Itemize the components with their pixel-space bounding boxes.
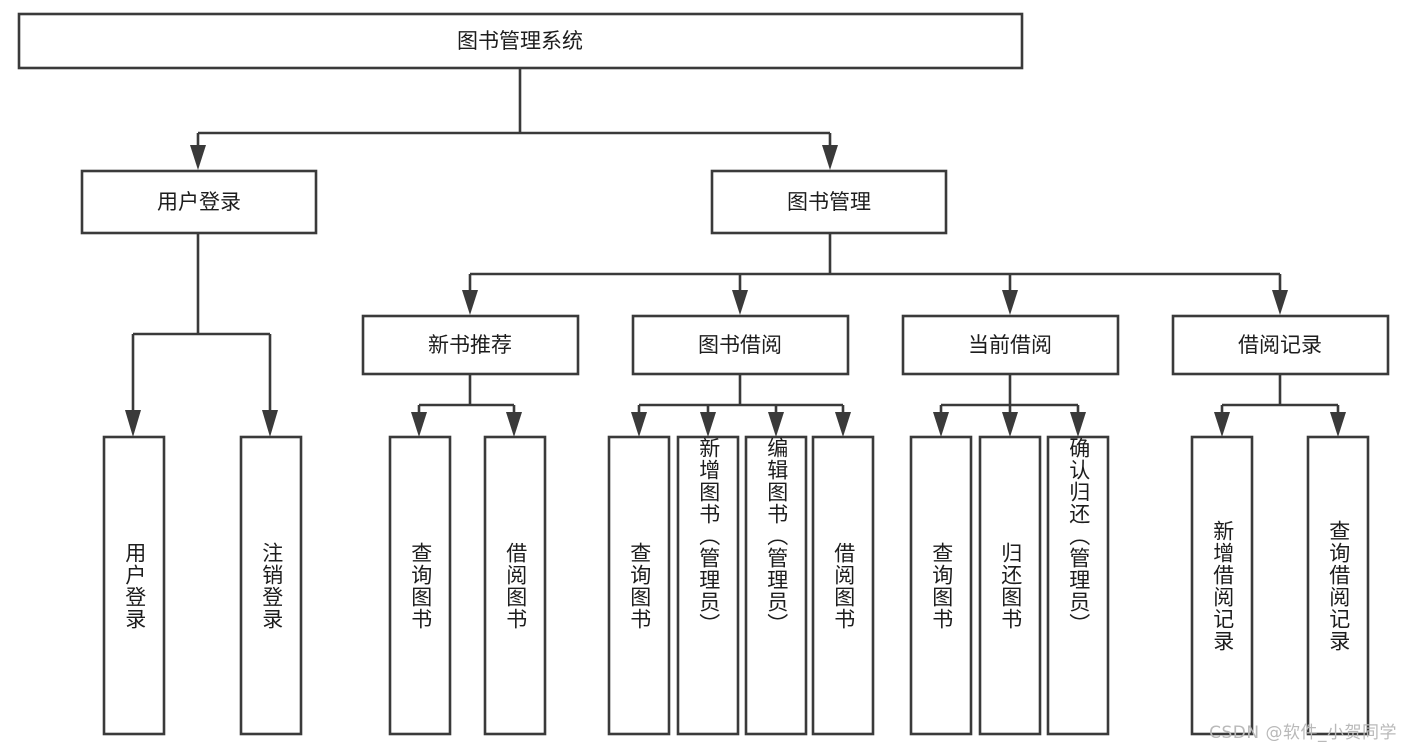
node-leaf-return-book-box[interactable] (978, 435, 1042, 736)
arrow-head-leaf-query-book-2 (631, 412, 647, 437)
node-leaf-query-book-1-box[interactable] (388, 435, 452, 736)
arrow-head-leaf-user-login (125, 410, 141, 437)
node-leaf-query-record-box[interactable] (1306, 435, 1370, 736)
node-root-box[interactable] (17, 12, 1024, 70)
node-borrow-record-box[interactable] (1171, 314, 1390, 376)
node-book-borrow-box[interactable] (631, 314, 850, 376)
node-leaf-add-record-box[interactable] (1190, 435, 1254, 736)
leaf-box-group (102, 435, 1370, 736)
arrow-head-leaf-add-record (1214, 412, 1230, 437)
node-current-borrow-label: 当前借阅 (968, 333, 1052, 357)
watermark: CSDN @软件_小贺同学 (1209, 723, 1397, 743)
node-leaf-edit-book-box[interactable] (744, 435, 808, 736)
node-leaf-confirm-return-box[interactable] (1046, 435, 1110, 736)
node-user-login[interactable]: 用户登录 (80, 169, 318, 235)
node-leaf-borrow-book-2-box[interactable] (811, 435, 875, 736)
arrow-head-leaf-user-logout (262, 410, 278, 437)
node-leaf-user-login-box[interactable] (102, 435, 166, 736)
node-root-label: 图书管理系统 (457, 29, 583, 53)
arrow-head-leaf-edit-book (768, 412, 784, 437)
node-borrow-record[interactable]: 借阅记录 (1171, 314, 1390, 376)
node-book-borrow-label: 图书借阅 (698, 333, 782, 357)
node-book-manage-box[interactable] (710, 169, 948, 235)
node-user-login-box[interactable] (80, 169, 318, 235)
arrow-head-new-book-recommend (462, 290, 478, 315)
arrow-head-user-login (190, 145, 206, 170)
arrow-head-leaf-borrow-book-1 (506, 412, 522, 437)
node-user-login-label: 用户登录 (157, 190, 241, 214)
node-current-borrow-box[interactable] (901, 314, 1120, 376)
node-leaf-query-book-3-box[interactable] (909, 435, 973, 736)
node-leaf-add-book-box[interactable] (676, 435, 740, 736)
node-leaf-user-logout-box[interactable] (239, 435, 303, 736)
arrow-head-book-borrow (732, 290, 748, 315)
node-new-book-recommend[interactable]: 新书推荐 (361, 314, 580, 376)
node-new-book-recommend-box[interactable] (361, 314, 580, 376)
node-current-borrow[interactable]: 当前借阅 (901, 314, 1120, 376)
node-book-manage[interactable]: 图书管理 (710, 169, 948, 235)
arrow-head-leaf-add-book (700, 412, 716, 437)
arrow-head-leaf-query-book-1 (411, 412, 427, 437)
arrow-head-leaf-borrow-book-2 (835, 412, 851, 437)
arrow-head-borrow-record (1272, 290, 1288, 315)
node-borrow-record-label: 借阅记录 (1238, 333, 1322, 357)
node-book-manage-label: 图书管理 (787, 190, 871, 214)
node-leaf-query-book-2-box[interactable] (607, 435, 671, 736)
arrow-head-leaf-confirm-return (1070, 412, 1086, 437)
arrow-head-leaf-query-book-3 (933, 412, 949, 437)
connector-group (125, 68, 1346, 437)
arrow-head-leaf-return-book (1002, 412, 1018, 437)
node-book-borrow[interactable]: 图书借阅 (631, 314, 850, 376)
node-leaf-borrow-book-1-box[interactable] (483, 435, 547, 736)
node-new-book-recommend-label: 新书推荐 (428, 333, 512, 357)
arrow-head-current-borrow (1002, 290, 1018, 315)
arrow-head-book-manage (822, 145, 838, 170)
arrow-head-leaf-query-record (1330, 412, 1346, 437)
node-root[interactable]: 图书管理系统 (17, 12, 1024, 70)
